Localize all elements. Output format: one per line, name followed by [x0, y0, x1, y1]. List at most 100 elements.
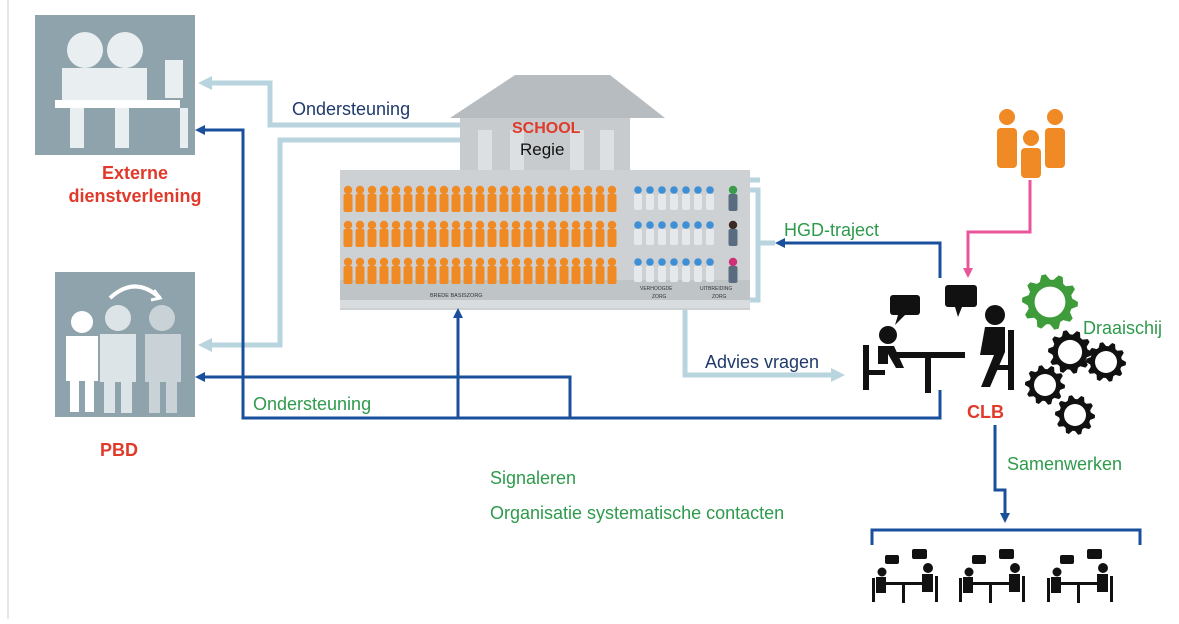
ondersteuning-bottom-label: Ondersteuning [253, 394, 372, 414]
student-head [535, 257, 545, 267]
student-head [415, 257, 425, 267]
student-body [535, 194, 545, 212]
student-head [391, 220, 401, 230]
student-head [379, 220, 389, 230]
student-body [367, 266, 377, 284]
externe-line1: Externe [101, 163, 169, 183]
student-head-blue [634, 258, 642, 266]
student-body [379, 266, 389, 284]
student-body [355, 194, 365, 212]
student-head [547, 257, 557, 267]
student-body-white [646, 194, 654, 210]
student-head [547, 185, 557, 195]
student-body [487, 229, 497, 247]
speech-bubble [885, 555, 899, 564]
student-head [463, 257, 473, 267]
student-body [511, 229, 521, 247]
student-head [427, 257, 437, 267]
student-head [511, 220, 521, 230]
student-body [559, 266, 569, 284]
advies-vragen-label: Advies vragen [705, 352, 820, 372]
people-grid [343, 185, 738, 284]
table [1061, 582, 1097, 585]
student-body [403, 194, 413, 212]
student-body [451, 229, 461, 247]
parents-group [997, 109, 1065, 178]
student-head-blue [634, 186, 642, 194]
student-head-blue [646, 221, 654, 229]
student-body-white [694, 266, 702, 282]
student-head [463, 185, 473, 195]
student-body-white [658, 229, 666, 245]
student-body [451, 266, 461, 284]
person-head [877, 567, 887, 577]
student-body [571, 229, 581, 247]
chair [935, 576, 938, 602]
student-body-white [682, 229, 690, 245]
student-body [607, 229, 617, 247]
student-head [511, 185, 521, 195]
person-body [876, 577, 886, 593]
student-head [511, 257, 521, 267]
student-head [595, 185, 605, 195]
student-body-special [728, 229, 738, 246]
student-head [559, 220, 569, 230]
student-head-blue [646, 258, 654, 266]
student-body [583, 229, 593, 247]
student-body [391, 229, 401, 247]
speech-bubble [972, 555, 986, 564]
student-body [595, 194, 605, 212]
student-body [463, 229, 473, 247]
student-head [583, 257, 593, 267]
student-body-white [658, 194, 666, 210]
student-head [547, 220, 557, 230]
student-body [355, 266, 365, 284]
student-body [391, 266, 401, 284]
student-head [355, 220, 365, 230]
student-body [583, 266, 593, 284]
student-head [583, 185, 593, 195]
student-head [607, 257, 617, 267]
student-body [499, 266, 509, 284]
student-head [523, 257, 533, 267]
student-body [511, 194, 521, 212]
student-body [523, 229, 533, 247]
student-head [559, 185, 569, 195]
speech-bubble [912, 549, 927, 559]
pink-arrow [963, 180, 1032, 278]
student-body [427, 266, 437, 284]
gear-hole [1064, 404, 1086, 426]
student-body [583, 194, 593, 212]
student-body [439, 229, 449, 247]
student-head-blue [670, 258, 678, 266]
student-head-blue [646, 186, 654, 194]
student-head-blue [694, 186, 702, 194]
gear-cluster [1022, 274, 1126, 435]
student-body-white [682, 266, 690, 282]
speech-bubble [999, 549, 1014, 559]
student-head [607, 220, 617, 230]
student-body [595, 266, 605, 284]
student-head-blue [658, 221, 666, 229]
student-head-special [728, 220, 738, 230]
student-head [439, 185, 449, 195]
student-head [535, 220, 545, 230]
student-body-white [706, 194, 714, 210]
student-head [571, 185, 581, 195]
person-body [1051, 577, 1061, 593]
person-body [963, 577, 973, 593]
student-body [499, 194, 509, 212]
student-body [379, 229, 389, 247]
student-body [439, 194, 449, 212]
student-body [487, 194, 497, 212]
chair [1022, 576, 1025, 602]
verhoogde-label-1: VERHOOGDE [640, 286, 673, 292]
student-head-special [728, 257, 738, 267]
table-leg [1077, 585, 1080, 603]
student-body-white [634, 194, 642, 210]
table [886, 582, 922, 585]
student-body-white [706, 229, 714, 245]
student-head-blue [634, 221, 642, 229]
student-head [439, 220, 449, 230]
